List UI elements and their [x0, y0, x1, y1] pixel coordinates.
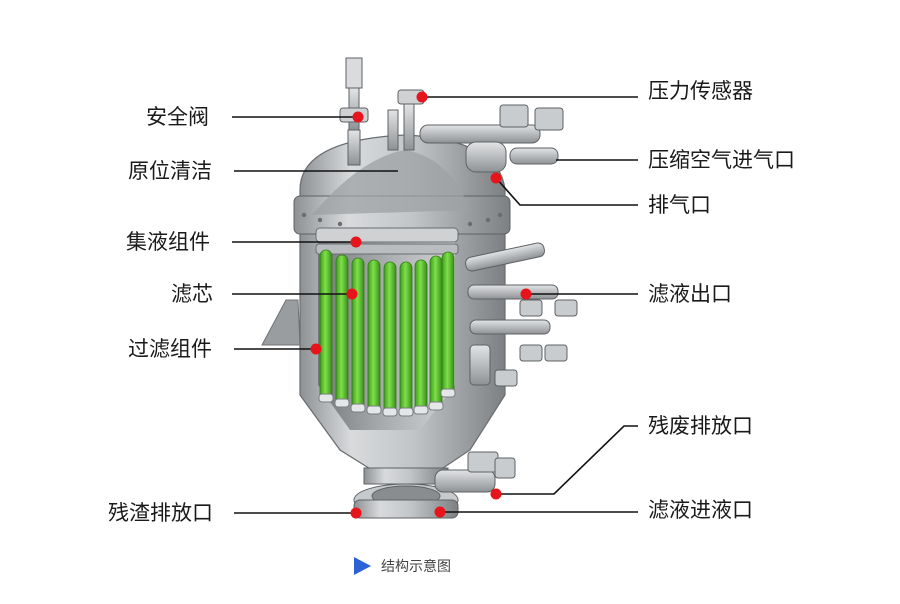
filter-tube-cap — [440, 388, 456, 398]
filter-tube — [319, 249, 333, 401]
callout-marker — [352, 111, 364, 123]
callout-marker — [520, 288, 532, 300]
label-cip: 原位清洁 — [128, 159, 212, 183]
filter-tube-cap — [413, 405, 429, 415]
filter-tube — [367, 259, 381, 413]
filter-tube — [335, 254, 349, 406]
label-filter-assembly: 过滤组件 — [128, 337, 212, 361]
label-filter-element: 滤芯 — [171, 282, 213, 306]
callout-marker — [350, 236, 362, 248]
label-filtrate-inlet: 滤液进液口 — [648, 498, 753, 522]
filter-tube — [414, 259, 428, 413]
callout-marker — [416, 91, 428, 103]
callout-markers — [310, 91, 532, 519]
support-bracket — [261, 299, 301, 346]
filter-tube — [351, 257, 365, 411]
label-filtrate-outlet: 滤液出口 — [648, 282, 732, 306]
filter-tube-cap — [334, 398, 350, 408]
play-triangle-icon — [354, 557, 371, 575]
callout-marker — [490, 488, 502, 500]
callout-marker — [490, 172, 502, 184]
air-piping — [419, 104, 564, 173]
filter-tube-cap — [318, 393, 334, 403]
filter-tube-cap — [350, 403, 366, 413]
label-collector: 集液组件 — [126, 230, 210, 254]
filter-tube — [383, 261, 397, 415]
label-vent: 排气口 — [648, 193, 711, 217]
leader-lines — [232, 96, 638, 514]
collector-manifold — [315, 227, 459, 255]
label-compressed-air-inlet: 压缩空气进气口 — [648, 148, 795, 172]
callout-marker — [346, 288, 358, 300]
label-safety-valve: 安全阀 — [146, 105, 209, 129]
flange-bolts — [301, 212, 503, 227]
filter-tube-cap — [382, 407, 398, 417]
filter-tube-cap — [428, 401, 444, 411]
filter-tube-cap — [398, 407, 414, 417]
label-pressure-sensor: 压力传感器 — [648, 79, 753, 103]
callout-marker — [350, 507, 362, 519]
label-waste-outlet: 残废排放口 — [648, 414, 753, 438]
callout-marker — [310, 343, 322, 355]
caption-text: 结构示意图 — [381, 559, 451, 575]
bottom-outlet — [353, 467, 459, 519]
label-residue-outlet: 残渣排放口 — [108, 501, 213, 525]
filter-tube — [399, 261, 413, 415]
leader-waste-outlet — [496, 425, 638, 495]
filter-tube — [429, 255, 443, 409]
outlet-manifold — [465, 242, 578, 387]
callout-marker — [434, 506, 446, 518]
filter-tube-cap — [366, 405, 382, 415]
bottom-valves — [434, 451, 516, 493]
figure-caption: 结构示意图 — [354, 556, 451, 576]
filter-tube — [441, 251, 455, 396]
filter-elements — [318, 249, 456, 417]
leader-vent — [495, 177, 638, 206]
